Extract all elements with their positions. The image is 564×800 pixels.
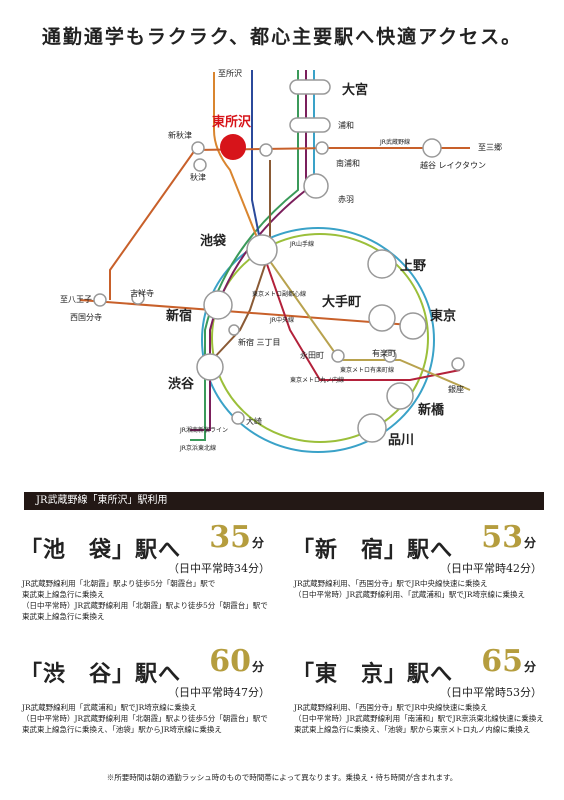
label-shinjuku: 新宿 xyxy=(166,308,192,324)
shonan-shinjuku-line xyxy=(190,70,307,431)
route-offpeak: （日中平常時34分） xyxy=(168,562,270,575)
route-dest: 「新 宿」駅へ xyxy=(292,537,454,563)
page-headline: 通勤通学もラクラク、都心主要駅へ快適アクセス。 xyxy=(41,26,523,48)
label-shibuya: 渋谷 xyxy=(168,376,195,392)
label-keihin: JR京浜東北線 xyxy=(179,444,216,452)
route-desc: JR武蔵野線利用、「西国分寺」駅でJR中央線快速に乗換え （日中平常時）JR武蔵… xyxy=(294,703,544,734)
seibu-ikebukuro-line xyxy=(213,72,263,251)
route-map: 至所沢 至三郷 至八王子 新秋津 秋津 南浦和 吉祥寺 西国分寺 永田町 有楽町… xyxy=(60,68,502,453)
route-offpeak: （日中平常時47分） xyxy=(168,686,270,699)
label-urawa: 浦和 xyxy=(338,120,354,130)
marunouchi-line xyxy=(261,249,461,381)
musashino-line xyxy=(109,147,470,300)
label-tokorozawa: 至所沢 xyxy=(218,68,242,78)
label-minami-urawa: 南浦和 xyxy=(336,158,360,168)
label-omiya: 大宮 xyxy=(342,82,368,98)
route-offpeak: （日中平常時53分） xyxy=(440,686,542,699)
label-shin-akitsu: 新秋津 xyxy=(168,130,192,140)
label-yurakucho-line: 東京メトロ有楽町線 xyxy=(340,366,394,374)
label-koshigaya: 越谷 レイクタウン xyxy=(420,160,486,170)
label-chuo: JR中央線 xyxy=(269,316,294,324)
label-ginza: 銀座 xyxy=(448,384,464,394)
label-marunouchi: 東京メトロ丸ノ内線 xyxy=(290,376,344,384)
chuo-line xyxy=(79,299,411,326)
saikyo-line xyxy=(190,70,299,441)
section-title: JR武蔵野線「東所沢」駅利用 xyxy=(24,492,544,510)
label-tokyo: 東京 xyxy=(430,308,456,324)
route-desc: JR武蔵野線利用「北朝霞」駅より徒歩5分「朝霞台」駅で 東武東上線急行に乗換え … xyxy=(22,579,268,621)
label-shonan: JR湘南新宿ライン xyxy=(179,426,228,434)
route-desc: JR武蔵野線利用、「西国分寺」駅でJR中央線快速に乗換え （日中平常時）JR武蔵… xyxy=(294,579,526,599)
tobu-tojo-line xyxy=(251,70,263,251)
label-kichijoji: 吉祥寺 xyxy=(130,288,154,298)
label-osaki: 大崎 xyxy=(246,416,262,426)
label-musashino: JR武蔵野線 xyxy=(379,138,410,146)
route-dest: 「渋 谷」駅へ xyxy=(20,661,182,687)
route-minutes: 65分 xyxy=(481,644,536,679)
keihin-tohoku-line xyxy=(201,227,435,453)
label-misato: 至三郷 xyxy=(478,143,502,152)
label-fukutoshin: 東京メトロ副都心線 xyxy=(252,290,306,298)
route-minutes: 60分 xyxy=(209,644,264,679)
label-higashi-tokorozawa: 東所沢 xyxy=(212,114,252,130)
label-nagatacho: 永田町 xyxy=(300,350,324,360)
label-nishikokubunji: 西国分寺 xyxy=(70,313,102,322)
route-desc: JR武蔵野線利用「武蔵浦和」駅でJR埼京線に乗換え （日中平常時）JR武蔵野線利… xyxy=(22,703,268,734)
route-dest: 「池 袋」駅へ xyxy=(20,537,182,563)
label-yamanote: JR山手線 xyxy=(289,240,314,248)
label-ikebukuro: 池袋 xyxy=(200,233,227,249)
route-minutes: 53分 xyxy=(481,520,536,555)
label-otemachi: 大手町 xyxy=(322,294,361,310)
label-ueno: 上野 xyxy=(400,259,426,274)
route-offpeak: （日中平常時42分） xyxy=(440,562,542,575)
route-minutes: 35分 xyxy=(209,520,264,555)
yurakucho-line xyxy=(261,249,471,391)
label-shinbashi: 新橋 xyxy=(418,402,445,418)
label-shinjuku-sanchome: 新宿 三丁目 xyxy=(238,337,281,347)
label-hachioji: 至八王子 xyxy=(60,295,92,304)
label-yurakucho: 有楽町 xyxy=(372,348,396,358)
label-akitsu: 秋津 xyxy=(190,172,206,182)
label-shinagawa: 品川 xyxy=(388,433,414,448)
yamanote-line xyxy=(211,233,429,443)
fukutoshin-line xyxy=(211,160,271,361)
route-dest: 「東 京」駅へ xyxy=(292,661,454,687)
footnote: ※所要時間は朝の通勤ラッシュ時のもので時間帯によって異なります。乗換え・待ち時間… xyxy=(106,773,458,782)
label-akabane: 赤羽 xyxy=(338,195,354,204)
